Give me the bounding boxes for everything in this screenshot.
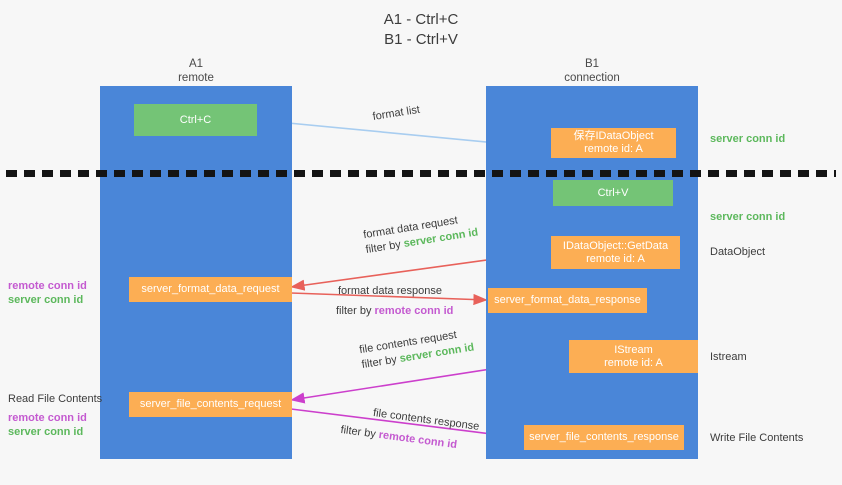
node-server-format-data-request: server_format_data_request — [129, 277, 292, 302]
node-ctrl-v-label: Ctrl+V — [597, 186, 629, 199]
title-line-2: B1 - Ctrl+V — [384, 31, 458, 48]
right-label-dataobject: DataObject — [710, 246, 766, 258]
column-header-b1: B1 connection — [486, 57, 698, 85]
filter-value-remote-conn-id: remote conn id — [374, 305, 454, 317]
right-label-server-conn-id-2: server conn id — [710, 211, 786, 223]
node-set-dataobject: 保存IDataObject remote id: A — [551, 128, 676, 158]
column-header-b1-sub: connection — [564, 72, 620, 84]
title-line-1: A1 - Ctrl+C — [383, 11, 459, 28]
node-server-format-data-response: server_format_data_response — [488, 288, 647, 313]
column-header-a1-name: A1 — [188, 58, 204, 70]
left-label-group-2: remote conn id server conn id — [8, 411, 87, 439]
page-title: A1 - Ctrl+C B1 - Ctrl+V — [0, 10, 842, 50]
left-label-server-conn-id-1: server conn id — [8, 294, 84, 306]
filter-prefix: filter by — [336, 305, 375, 317]
column-header-a1: A1 remote — [100, 57, 292, 85]
filter-prefix: filter by — [339, 423, 380, 441]
node-server-format-data-response-label: server_format_data_response — [494, 294, 641, 306]
flow-label-format-data-response: format data response filter by remote co… — [336, 284, 453, 319]
node-ctrl-c: Ctrl+C — [134, 104, 257, 136]
node-server-file-contents-request: server_file_contents_request — [129, 392, 292, 417]
node-server-file-contents-request-label: server_file_contents_request — [139, 398, 282, 410]
node-ctrl-v: Ctrl+V — [553, 180, 673, 206]
node-set-dataobject-line1: 保存IDataObject — [573, 130, 654, 142]
node-getdata-line1: IDataObject::GetData — [562, 239, 669, 252]
node-server-format-data-request-label: server_format_data_request — [141, 283, 280, 295]
node-getdata: IDataObject::GetData remote id: A — [551, 236, 680, 269]
node-istream-line1: IStream — [614, 343, 653, 356]
node-istream-line2: remote id: A — [604, 356, 663, 369]
node-ctrl-c-label: Ctrl+C — [179, 113, 212, 126]
dashed-divider — [6, 170, 836, 177]
right-label-server-conn-id-1: server conn id — [710, 133, 786, 145]
right-label-istream: Istream — [710, 351, 747, 363]
flow-label-format-data-response-filter: filter by remote conn id — [336, 304, 453, 319]
left-label-read-file-contents: Read File Contents — [8, 393, 103, 405]
flow-label-format-data-response-line1: format data response — [338, 285, 442, 297]
left-label-remote-conn-id-1: remote conn id — [8, 280, 87, 292]
node-istream: IStream remote id: A — [569, 340, 698, 373]
node-set-dataobject-line2: remote id: A — [584, 143, 643, 155]
column-header-b1-name: B1 — [584, 58, 600, 70]
left-label-remote-conn-id-2: remote conn id — [8, 412, 87, 424]
node-server-file-contents-response: server_file_contents_response — [524, 425, 684, 450]
node-getdata-line2: remote id: A — [586, 252, 645, 265]
arrow-format-data-response — [290, 292, 488, 306]
column-header-a1-sub: remote — [178, 72, 214, 84]
arrow-file-contents-response — [290, 408, 525, 442]
left-label-group-1: remote conn id server conn id — [8, 279, 87, 307]
right-label-write-file-contents: Write File Contents — [710, 432, 804, 444]
node-server-file-contents-response-label: server_file_contents_response — [529, 431, 679, 443]
left-label-server-conn-id-2: server conn id — [8, 426, 84, 438]
